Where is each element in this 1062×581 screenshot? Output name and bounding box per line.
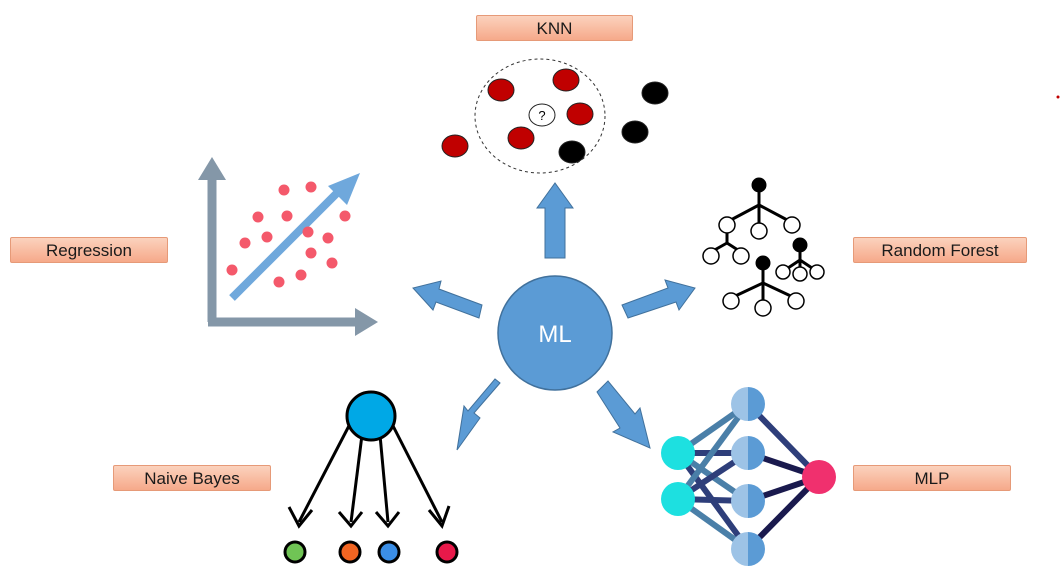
regression-label: Regression	[10, 237, 168, 263]
regression-point	[326, 257, 338, 269]
arrow-to-random-forest	[621, 279, 696, 319]
mlp-hidden-node	[731, 532, 765, 566]
decision-tree	[702, 177, 801, 265]
mlp-input-node	[661, 482, 695, 516]
y-axis-arrowhead	[198, 157, 226, 180]
bayes-leaf-node	[283, 540, 307, 564]
bayes-leaf-node	[338, 540, 362, 564]
knn-illustration: ?	[441, 58, 669, 174]
arrow-to-naive-bayes	[456, 378, 501, 451]
regression-point	[278, 184, 290, 196]
mlp-label: MLP	[853, 465, 1011, 491]
random-forest-label: Random Forest	[853, 237, 1027, 263]
mlp-output-node	[802, 460, 836, 494]
regression-point	[226, 264, 238, 276]
regression-point	[305, 247, 317, 259]
bayes-leaf-node	[377, 540, 401, 564]
regression-point	[322, 232, 334, 244]
knn-query-point	[528, 103, 556, 127]
bayes-leaf-node	[435, 540, 459, 564]
regression-line	[229, 185, 345, 301]
knn-black-point	[641, 81, 669, 105]
naive-bayes-label: Naive Bayes	[113, 465, 271, 491]
mlp-hidden-node	[731, 484, 765, 518]
knn-neighborhood	[474, 58, 606, 174]
regression-illustration	[198, 157, 378, 336]
regression-point	[273, 276, 285, 288]
regression-point	[239, 237, 251, 249]
regression-point	[295, 269, 307, 281]
arrow-to-mlp	[596, 380, 651, 449]
mlp-illustration	[661, 387, 836, 566]
knn-red-point	[487, 78, 515, 102]
arrow-to-knn	[536, 182, 574, 259]
ml-center-node: ML	[497, 275, 613, 391]
knn-query-label: ?	[538, 108, 545, 123]
regression-point	[305, 181, 317, 193]
knn-black-point	[558, 140, 586, 164]
naive-bayes-illustration	[283, 390, 459, 564]
regression-point	[252, 211, 264, 223]
regression-point	[339, 210, 351, 222]
decision-tree	[722, 255, 805, 317]
decision-tree	[775, 237, 825, 282]
mlp-hidden-node	[731, 436, 765, 470]
mlp-hidden-node	[731, 387, 765, 421]
regression-point	[281, 210, 293, 222]
knn-label: KNN	[476, 15, 633, 41]
regression-point	[261, 231, 273, 243]
ml-center-label: ML	[538, 321, 571, 348]
mlp-input-node	[661, 436, 695, 470]
knn-red-point	[441, 134, 469, 158]
random-forest-illustration	[702, 177, 825, 317]
regression-point	[302, 226, 314, 238]
stray-dot	[1056, 95, 1060, 99]
knn-red-point	[566, 102, 594, 126]
regression-line-arrowhead	[328, 173, 360, 205]
arrow-to-regression	[412, 280, 483, 319]
knn-red-point	[507, 126, 535, 150]
bayes-root-node	[345, 390, 397, 442]
x-axis-arrowhead	[355, 308, 378, 336]
knn-black-point	[621, 120, 649, 144]
knn-red-point	[552, 68, 580, 92]
